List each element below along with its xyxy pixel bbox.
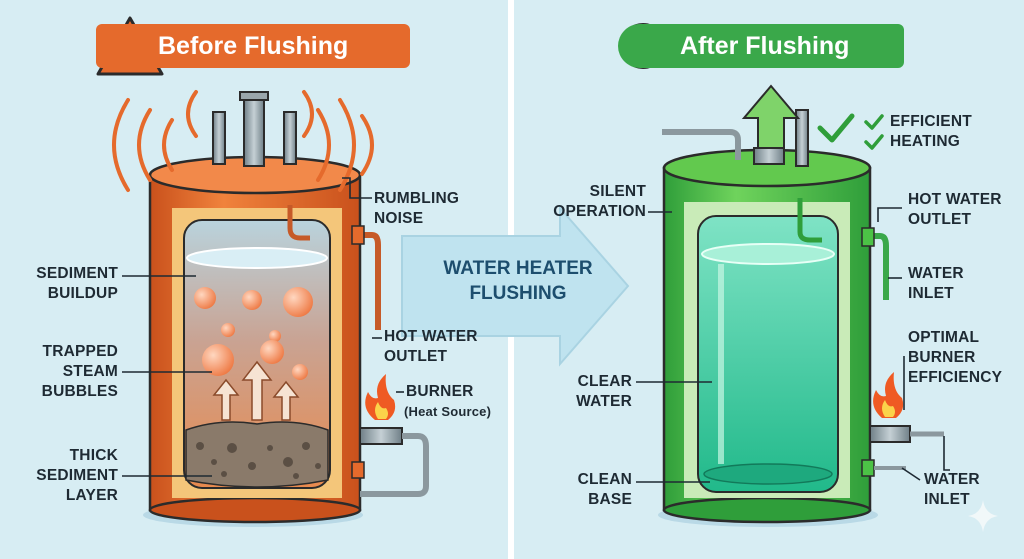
center-title: WATER HEATER FLUSHING [443, 258, 593, 304]
rumbling-waves [112, 90, 374, 192]
right-arrow-icon [401, 205, 630, 367]
before-title: Before Flushing [158, 32, 349, 60]
label-hot-water-outlet-after: HOT WATER OUTLET [908, 191, 1002, 228]
label-burner-before: BURNER (Heat Source) [404, 383, 492, 419]
checkmark-icon [817, 113, 884, 150]
label-optimal-burner-efficiency: OPTIMAL BURNER EFFICIENCY [908, 329, 1003, 386]
label-sediment-buildup: SEDIMENT BUILDUP [36, 265, 118, 302]
after-leaders [636, 207, 950, 483]
up-arrow-icon [741, 84, 801, 149]
label-thick-sediment-layer: THICK SEDIMENT LAYER [36, 447, 118, 504]
before-tank [112, 90, 429, 527]
steam-bubbles [194, 287, 313, 380]
heat-arrows [212, 360, 300, 421]
label-water-inlet-top: WATER INLET [908, 265, 964, 302]
flame-icon [365, 374, 396, 420]
label-trapped-steam-bubbles: TRAPPED STEAM BUBBLES [41, 343, 118, 400]
before-title-banner: Before Flushing [96, 24, 410, 68]
label-clear-water: CLEAR WATER [576, 373, 632, 410]
label-rumbling-noise: RUMBLING NOISE [374, 190, 460, 227]
label-silent-operation: SILENT OPERATION [553, 183, 646, 220]
label-clean-base: CLEAN BASE [577, 471, 632, 508]
label-efficient-heating: EFFICIENT HEATING [890, 113, 972, 150]
after-title: After Flushing [680, 32, 850, 60]
label-water-inlet-bottom: WATER INLET [924, 471, 980, 508]
after-title-banner: After Flushing [618, 24, 904, 68]
before-leaders [122, 177, 404, 477]
sparkle-icon [968, 500, 998, 532]
after-tank [658, 84, 998, 532]
label-hot-water-outlet-before: HOT WATER OUTLET [384, 328, 478, 365]
flame-icon [873, 372, 904, 418]
